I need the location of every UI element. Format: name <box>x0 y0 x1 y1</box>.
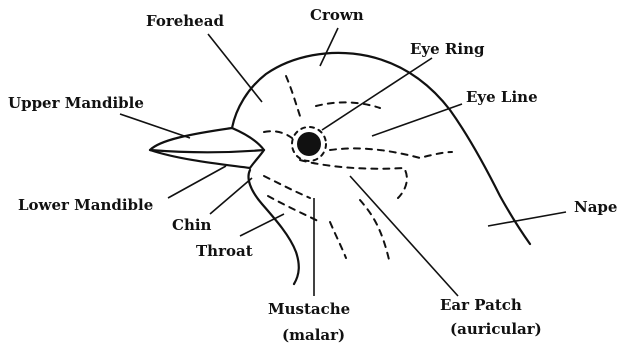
label-lower-mandible: Lower Mandible <box>18 196 153 214</box>
crown-divider <box>316 102 380 108</box>
ear-patch-lower <box>360 200 390 264</box>
leader-ear-patch <box>350 176 458 296</box>
label-eye-ring: Eye Ring <box>410 40 485 58</box>
eye <box>297 132 321 156</box>
leader-eye-line <box>372 104 462 136</box>
label-eye-line: Eye Line <box>466 88 538 106</box>
throat-outline <box>249 170 299 284</box>
leader-forehead <box>208 34 262 102</box>
leader-crown <box>320 28 338 66</box>
label-ear-patch-alt: (auricular) <box>450 320 542 338</box>
label-ear-patch: Ear Patch <box>440 296 522 314</box>
forehead-crown-divider <box>286 76 300 116</box>
throat-stripe <box>330 222 346 258</box>
label-crown: Crown <box>310 6 364 24</box>
leader-nape <box>488 212 566 226</box>
leader-eye-ring <box>322 58 432 130</box>
head-outline <box>232 53 530 244</box>
malar-line-upper <box>264 176 310 198</box>
label-mustache-alt: (malar) <box>282 326 345 344</box>
eye-line-marking <box>330 148 452 158</box>
leader-upper-mandible <box>120 114 190 138</box>
label-forehead: Forehead <box>146 12 224 30</box>
label-throat: Throat <box>196 242 253 260</box>
label-upper-mandible: Upper Mandible <box>8 94 144 112</box>
lore-line <box>264 131 292 138</box>
leader-lower-mandible <box>168 166 226 198</box>
label-nape: Nape <box>574 198 617 216</box>
leader-chin <box>210 178 252 214</box>
label-chin: Chin <box>172 216 212 234</box>
label-mustache: Mustache <box>268 300 350 318</box>
leader-throat <box>240 214 284 236</box>
upper-mandible-shape <box>150 128 264 152</box>
